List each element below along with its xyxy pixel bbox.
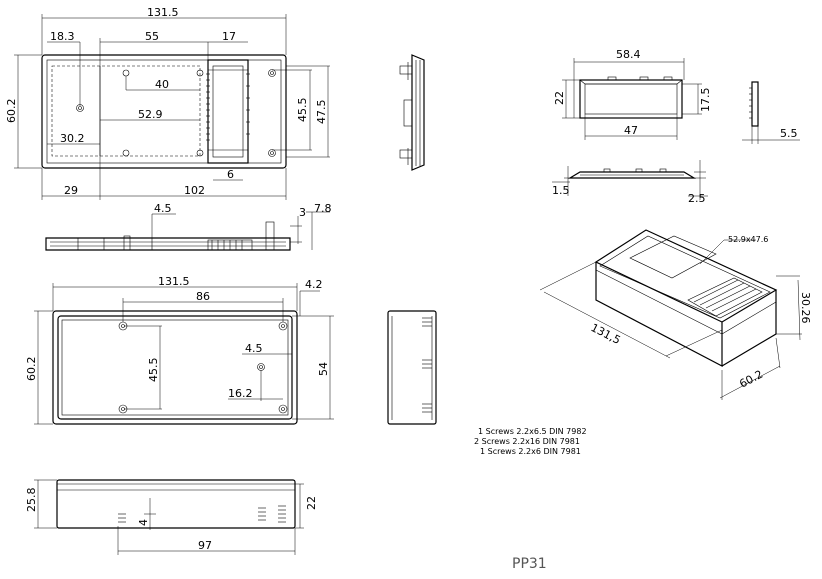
dim-top-height: 60.2 bbox=[5, 99, 18, 124]
dim-iso-width: 60.2 bbox=[737, 368, 765, 391]
bottom-view bbox=[52, 310, 298, 425]
top-view-dimensions bbox=[14, 14, 330, 200]
dim-low-25-8: 25.8 bbox=[25, 488, 38, 513]
dim-top-30-2: 30.2 bbox=[60, 132, 85, 145]
dim-lid-5-5: 5.5 bbox=[780, 127, 798, 140]
isometric-view bbox=[594, 229, 778, 367]
note-screws-2: 2 Screws 2.2x16 DIN 7981 bbox=[474, 437, 580, 446]
dim-top-45-5: 45.5 bbox=[296, 98, 309, 123]
dim-lid-1-5: 1.5 bbox=[552, 184, 570, 197]
lower-side-view bbox=[56, 479, 296, 529]
dim-top-55: 55 bbox=[145, 30, 159, 43]
dim-bot-86: 86 bbox=[196, 290, 210, 303]
dim-side-4-5: 4.5 bbox=[154, 202, 172, 215]
dim-side-7-8: 7.8 bbox=[314, 202, 332, 215]
bottom-view-dimensions bbox=[34, 283, 334, 425]
dim-lid-58-4: 58.4 bbox=[616, 48, 641, 61]
lid-profile-dimensions bbox=[552, 160, 708, 200]
note-screws-1: 1 Screws 2.2x6.5 DIN 7982 bbox=[478, 427, 587, 436]
dim-bot-45-5: 45.5 bbox=[147, 358, 160, 383]
dim-bot-4-2: 4.2 bbox=[305, 278, 323, 291]
side-profile-dimensions bbox=[151, 211, 330, 250]
top-view bbox=[41, 54, 287, 169]
lid-profile bbox=[567, 168, 697, 179]
isometric-dimensions bbox=[539, 239, 802, 400]
dim-bot-height: 60.2 bbox=[25, 357, 38, 382]
dim-low-97: 97 bbox=[198, 539, 212, 552]
lid-view-dimensions bbox=[562, 58, 800, 144]
dim-top-29: 29 bbox=[64, 184, 78, 197]
dim-top-40: 40 bbox=[155, 78, 169, 91]
dim-low-4: 4 bbox=[137, 519, 150, 526]
note-screws-3: 1 Screws 2.2x6 DIN 7981 bbox=[480, 447, 581, 456]
dim-lid-47: 47 bbox=[624, 124, 638, 137]
dim-lid-22: 22 bbox=[553, 91, 566, 105]
lower-side-dimensions bbox=[34, 479, 304, 555]
dim-top-width: 131.5 bbox=[147, 6, 179, 19]
model-label: PP31 bbox=[512, 556, 547, 572]
dim-top-18-3: 18.3 bbox=[50, 30, 75, 43]
dim-top-17: 17 bbox=[222, 30, 236, 43]
dim-iso-length: 131,5 bbox=[589, 321, 623, 347]
dim-bot-54: 54 bbox=[317, 362, 330, 376]
lid-view bbox=[579, 76, 759, 127]
side-profile bbox=[45, 221, 291, 251]
dim-top-52-9: 52.9 bbox=[138, 108, 163, 121]
dim-top-6: 6 bbox=[227, 168, 234, 181]
dim-low-22: 22 bbox=[305, 496, 318, 510]
end-view bbox=[387, 310, 437, 425]
dim-bot-16-2: 16.2 bbox=[228, 387, 253, 400]
dim-iso-height: 30.26 bbox=[799, 292, 812, 324]
dim-lid-17-5: 17.5 bbox=[699, 88, 712, 113]
dim-side-3: 3 bbox=[299, 206, 306, 219]
dim-bot-width: 131.5 bbox=[158, 275, 190, 288]
dim-top-102: 102 bbox=[184, 184, 205, 197]
dim-top-47-5: 47.5 bbox=[315, 100, 328, 125]
dim-lid-2-5: 2.5 bbox=[688, 192, 706, 205]
dim-iso-panel: 52.9x47.6 bbox=[728, 235, 768, 244]
edge-profile bbox=[399, 54, 425, 171]
dim-bot-4-5: 4.5 bbox=[245, 342, 263, 355]
